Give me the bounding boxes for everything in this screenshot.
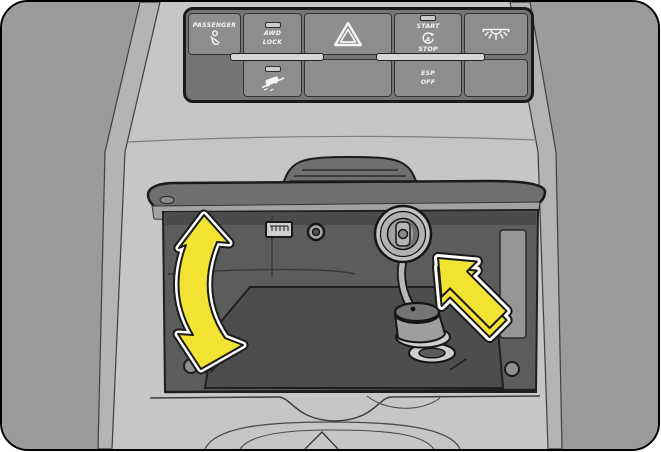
- interior-light-icon: [482, 28, 510, 40]
- led-indicator: [420, 15, 436, 21]
- lid-hinge-detail: [159, 195, 175, 205]
- start-label: START: [416, 23, 440, 30]
- blank-button-left: [304, 59, 392, 97]
- awd-lock-button: AWD LOCK: [243, 13, 302, 55]
- esp-off-button: ESP OFF: [394, 59, 462, 97]
- blank-button-right: [464, 59, 528, 97]
- lower-console: [149, 388, 541, 449]
- switch-panel: PASSENGER AWD LOCK START A: [183, 7, 534, 103]
- awd-label-line2: LOCK: [262, 38, 283, 46]
- screw-hole-right: [504, 361, 520, 377]
- separator-trim-right: [376, 52, 485, 61]
- lid-motion-arrow: [172, 209, 249, 375]
- hill-descent-icon: [261, 75, 284, 91]
- socket-cap: [393, 301, 456, 364]
- left-trim-strip: [97, 2, 161, 449]
- interior-light-button: [464, 13, 528, 55]
- auto-symbol: A: [424, 35, 430, 43]
- socket-pointer-arrow: [432, 252, 513, 344]
- start-stop-button: START A STOP: [394, 13, 462, 55]
- esp-label-line2: OFF: [420, 78, 436, 86]
- auto-start-stop-icon: A: [422, 31, 435, 44]
- aux-jack-icon: [306, 222, 326, 242]
- fascia-seam-line: [127, 135, 537, 143]
- passenger-airbag-button: PASSENGER: [188, 13, 241, 55]
- compartment-shadow: [165, 212, 536, 225]
- esp-label-line1: ESP: [420, 70, 436, 77]
- usb-port-icon: [265, 221, 293, 238]
- awd-label-line1: AWD: [263, 30, 282, 37]
- hazard-button: [304, 13, 392, 55]
- stop-label: STOP: [418, 45, 438, 53]
- separator-trim-left: [230, 52, 324, 61]
- right-trim-strip: [509, 2, 563, 449]
- hazard-triangle-icon: [333, 21, 363, 47]
- hill-descent-button: [243, 59, 302, 97]
- power-outlet-socket: [373, 204, 433, 264]
- led-indicator: [264, 22, 281, 28]
- passenger-label: PASSENGER: [192, 21, 237, 29]
- led-indicator: [264, 65, 281, 72]
- passenger-seatbelt-icon: [209, 30, 220, 46]
